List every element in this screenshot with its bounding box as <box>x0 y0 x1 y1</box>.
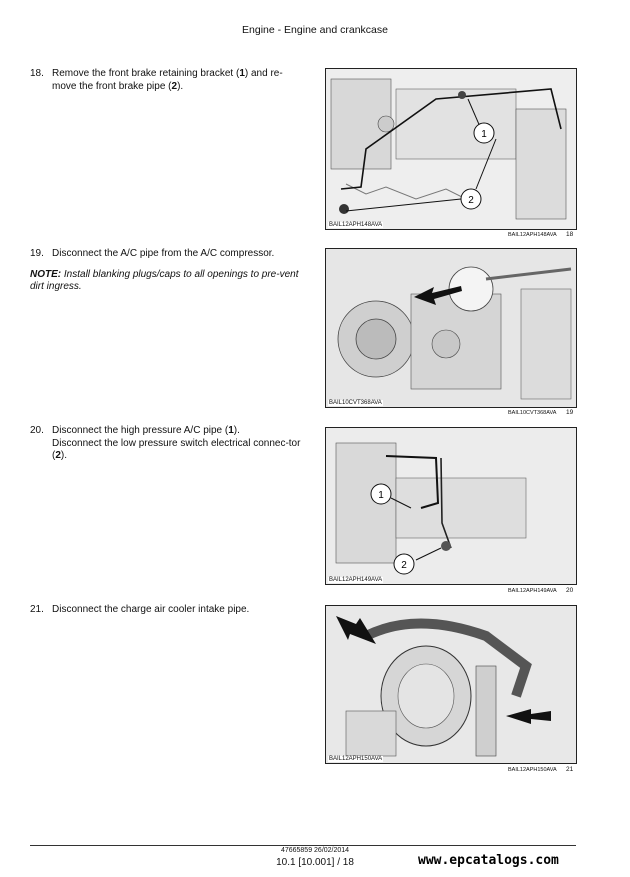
engine-photo: 1 2 <box>326 69 576 229</box>
page-header: Engine - Engine and crankcase <box>242 24 388 36</box>
compressor-photo <box>326 249 576 407</box>
step-number: 19. <box>30 248 44 259</box>
figure-code: BAIL10CVT368AVA <box>508 410 557 416</box>
step-number: 21. <box>30 604 44 615</box>
figure-code: BAIL12APH148AVA <box>508 232 557 238</box>
step-text: Remove the front brake retaining bracket… <box>52 68 283 92</box>
footer-divider <box>30 845 576 846</box>
step-21: 21. Disconnect the charge air cooler inta… <box>30 604 310 617</box>
watermark-site: www.epcatalogs.com <box>418 853 559 868</box>
ac-pipe-photo: 1 2 <box>326 428 576 584</box>
step-text: Disconnect the charge air cooler intake … <box>52 604 250 615</box>
figure-number: 21 <box>566 766 574 773</box>
step-19: 19. Disconnect the A/C pipe from the A/C … <box>30 248 310 294</box>
figure-label: BAIL12APH149AVA <box>328 577 384 583</box>
footer-page-number: 10.1 [10.001] / 18 <box>276 857 354 868</box>
figure-photo-18: 1 2 BAIL12APH148AVA <box>325 68 577 230</box>
figure-photo-19: BAIL10CVT368AVA <box>325 248 577 408</box>
footer-document-id: 47665859 26/02/2014 <box>280 847 350 854</box>
callout-2: 2 <box>468 195 474 206</box>
callout-2: 2 <box>401 560 407 571</box>
figure-photo-20: 1 2 BAIL12APH149AVA <box>325 427 577 585</box>
figure-label: BAIL12APH148AVA <box>328 222 384 228</box>
callout-1: 1 <box>378 490 384 501</box>
figure-number: 19 <box>566 409 574 416</box>
note: NOTE: Install blanking plugs/caps to all… <box>30 268 299 293</box>
figure-photo-21: BAIL12APH150AVA <box>325 605 577 764</box>
figure-label: BAIL12APH150AVA <box>328 756 384 762</box>
figure-number: 18 <box>566 231 574 238</box>
figure-label: BAIL10CVT368AVA <box>328 400 383 406</box>
step-number: 20. <box>30 425 44 436</box>
step-18: 18. Remove the front brake retaining brac… <box>30 68 310 93</box>
figure-code: BAIL12APH150AVA <box>508 767 557 773</box>
air-cooler-photo <box>326 606 576 763</box>
callout-1: 1 <box>481 129 487 140</box>
step-text: Disconnect the high pressure A/C pipe (1… <box>52 425 301 461</box>
figure-code: BAIL12APH149AVA <box>508 588 557 594</box>
step-20: 20. Disconnect the high pressure A/C pipe… <box>30 425 310 463</box>
step-number: 18. <box>30 68 44 79</box>
figure-number: 20 <box>566 587 574 594</box>
step-text: Disconnect the A/C pipe from the A/C com… <box>52 248 275 259</box>
